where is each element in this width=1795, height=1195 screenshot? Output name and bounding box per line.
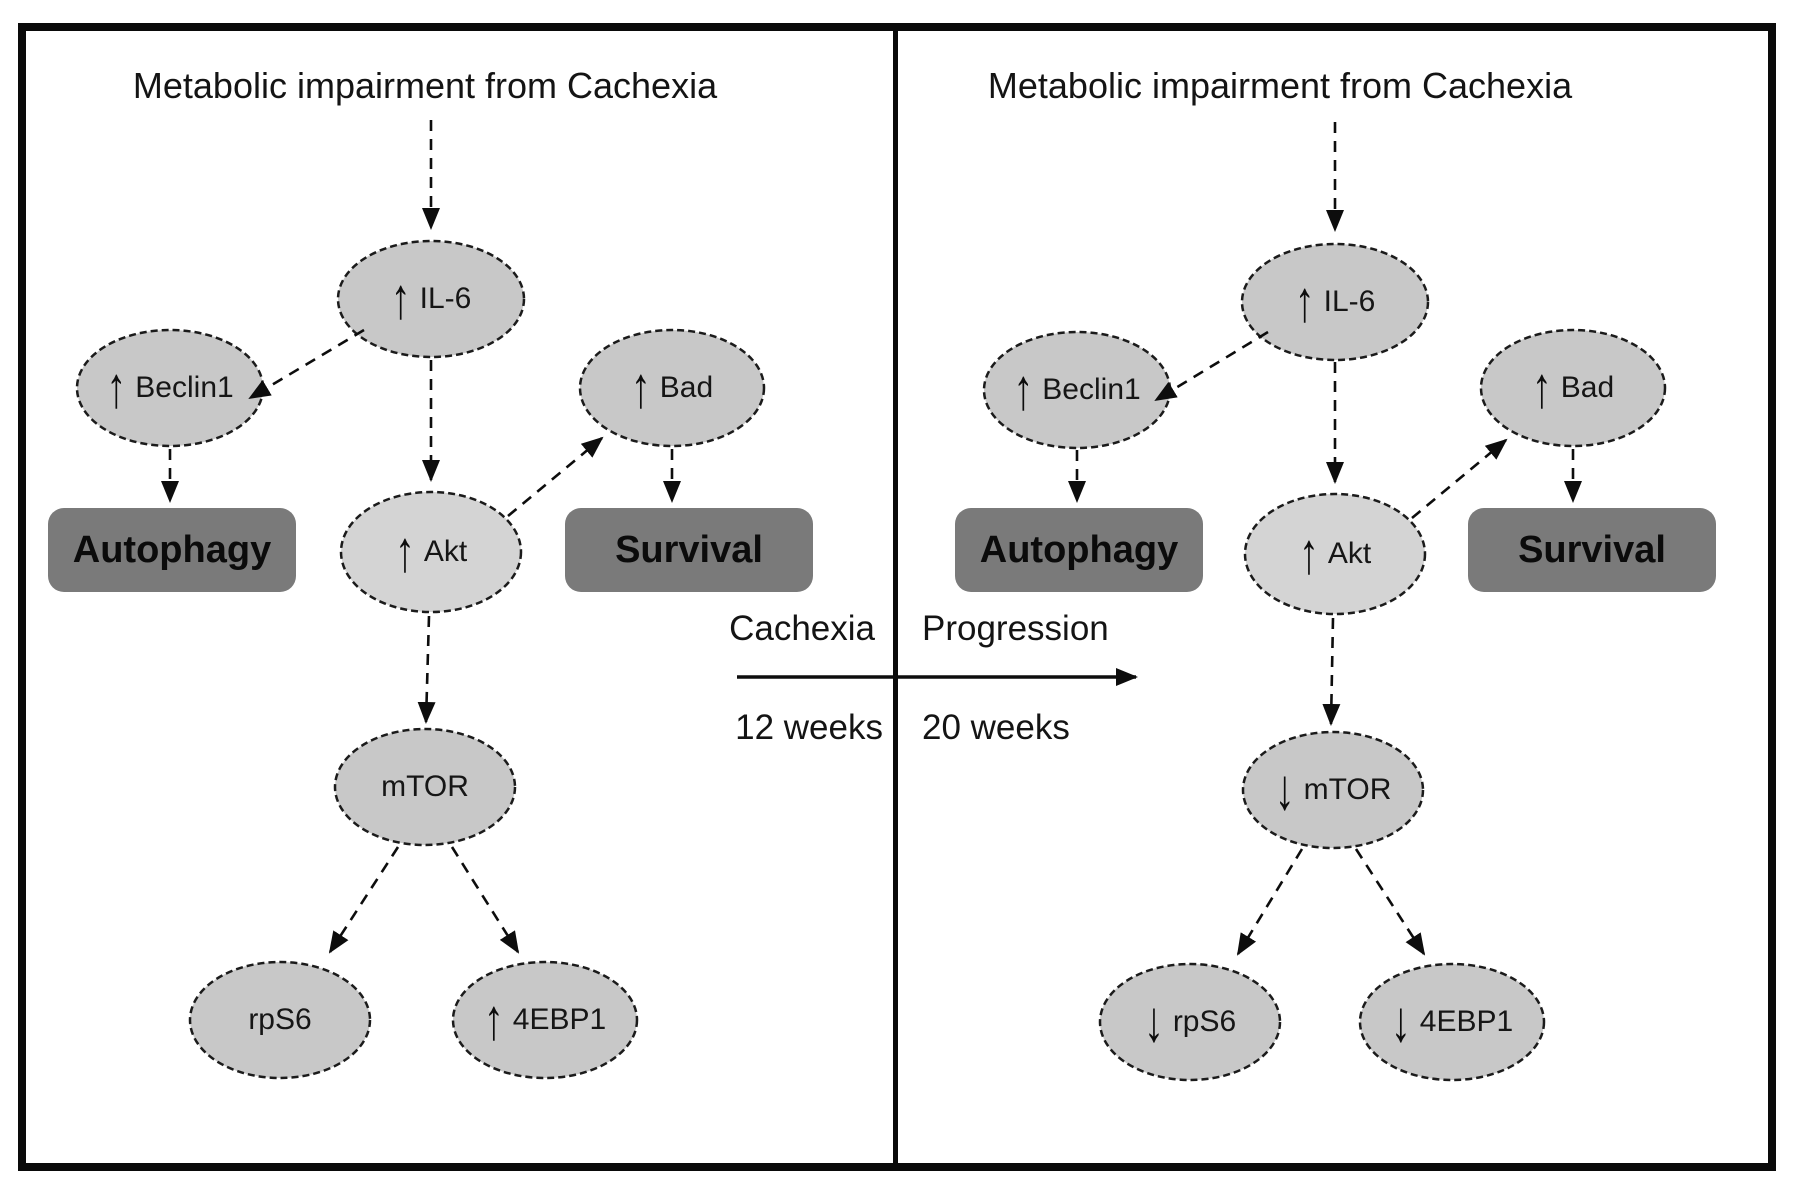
arrow-il6-to-beclin1-right — [1154, 330, 1269, 402]
survival-box-right: Survival — [1468, 508, 1716, 592]
up-arrow-icon: ↑ — [394, 520, 415, 584]
node-ellipse-il6-left — [336, 239, 526, 359]
arrow-akt-to-bad-left — [507, 436, 604, 518]
arrow-akt-to-bad-right — [1411, 438, 1508, 520]
node-label-bad-right: Bad — [1560, 371, 1615, 404]
node-ellipse-rps6-left — [188, 960, 372, 1080]
up-arrow-icon: ↑ — [483, 988, 504, 1052]
node-il6-right: ↑ IL-6 — [1242, 244, 1428, 360]
node-mtor-left: mTOR — [335, 729, 515, 845]
up-arrow-icon: ↑ — [630, 356, 651, 420]
node-label-akt-left: Akt — [423, 535, 468, 568]
autophagy-box-right: Autophagy — [955, 508, 1203, 592]
up-arrow-icon: ↑ — [1298, 522, 1319, 586]
arrow-mtor-to-rps6-right — [1236, 848, 1304, 956]
autophagy-label-right: Autophagy — [979, 528, 1179, 571]
node-beclin1-right: ↑ Beclin1 — [984, 332, 1170, 448]
node-4ebp1-right: ↓ 4EBP1 — [1360, 964, 1544, 1080]
node-label-mtor-left: mTOR — [381, 770, 469, 803]
survival-label-right: Survival — [1518, 528, 1666, 571]
transition-phase-right: Progression — [922, 609, 1109, 648]
node-label-rps6-right: rpS6 — [1172, 1005, 1237, 1038]
node-bad-right: ↑ Bad — [1481, 330, 1665, 446]
arrow-mtor-to-4ebp1-right — [1354, 848, 1426, 956]
node-ellipse-4ebp1-left — [451, 960, 639, 1080]
node-bad-left: ↑ Bad — [580, 330, 764, 446]
node-ellipse-bad-right — [1479, 328, 1667, 448]
node-akt-left: ↑ Akt — [341, 492, 521, 612]
node-label-mtor-right: mTOR — [1303, 773, 1392, 806]
panel-divider — [893, 23, 898, 1171]
node-ellipse-akt-right — [1243, 492, 1427, 616]
transition-time-right: 20 weeks — [922, 708, 1070, 747]
arrow-akt-to-mtor-left — [417, 615, 436, 724]
node-rps6-right: ↓ rpS6 — [1100, 964, 1280, 1080]
node-ellipse-rps6-right — [1098, 962, 1282, 1082]
up-arrow-icon: ↑ — [106, 356, 127, 420]
node-label-4ebp1-left: 4EBP1 — [512, 1003, 607, 1036]
node-ellipse-mtor-left — [333, 727, 517, 847]
node-mtor-right: ↓ mTOR — [1243, 732, 1423, 848]
survival-box-left: Survival — [565, 508, 813, 592]
transition-time-left: 12 weeks — [735, 708, 883, 747]
node-ellipse-4ebp1-right — [1358, 962, 1546, 1082]
node-ellipse-akt-left — [339, 490, 523, 614]
right-panel-title: Metabolic impairment from Cachexia — [987, 65, 1573, 106]
node-akt-right: ↑ Akt — [1245, 494, 1425, 614]
up-arrow-icon: ↑ — [1013, 358, 1034, 422]
node-beclin1-left: ↑ Beclin1 — [77, 330, 263, 446]
node-label-beclin1-left: Beclin1 — [135, 371, 234, 404]
survival-label-left: Survival — [615, 528, 763, 571]
node-label-bad-left: Bad — [659, 371, 714, 404]
node-label-akt-right: Akt — [1327, 537, 1372, 570]
node-il6-left: ↑ IL-6 — [338, 241, 524, 357]
node-rps6-left: rpS6 — [190, 962, 370, 1078]
arrow-mtor-to-rps6-left — [328, 846, 400, 954]
node-label-rps6-left: rpS6 — [248, 1003, 312, 1036]
node-label-il6-right: IL-6 — [1323, 285, 1376, 318]
left-panel-title: Metabolic impairment from Cachexia — [132, 65, 718, 106]
down-arrow-icon: ↓ — [1143, 990, 1164, 1054]
node-4ebp1-left: ↑ 4EBP1 — [453, 962, 637, 1078]
up-arrow-icon: ↑ — [1294, 270, 1315, 334]
autophagy-box-left: Autophagy — [48, 508, 296, 592]
autophagy-label-left: Autophagy — [72, 528, 272, 571]
arrow-akt-to-mtor-right — [1322, 617, 1341, 726]
node-label-il6-left: IL-6 — [419, 282, 472, 315]
arrow-il6-to-beclin1-left — [248, 328, 365, 400]
down-arrow-icon: ↓ — [1390, 990, 1411, 1054]
node-ellipse-il6-right — [1240, 242, 1430, 362]
node-ellipse-mtor-right — [1241, 730, 1425, 850]
up-arrow-icon: ↑ — [390, 267, 411, 331]
node-label-beclin1-right: Beclin1 — [1042, 373, 1141, 406]
up-arrow-icon: ↑ — [1531, 356, 1552, 420]
down-arrow-icon: ↓ — [1274, 758, 1295, 822]
node-label-4ebp1-right: 4EBP1 — [1419, 1005, 1514, 1038]
node-ellipse-bad-left — [578, 328, 766, 448]
arrow-mtor-to-4ebp1-left — [450, 846, 520, 954]
transition-phase-left: Cachexia — [729, 609, 875, 648]
